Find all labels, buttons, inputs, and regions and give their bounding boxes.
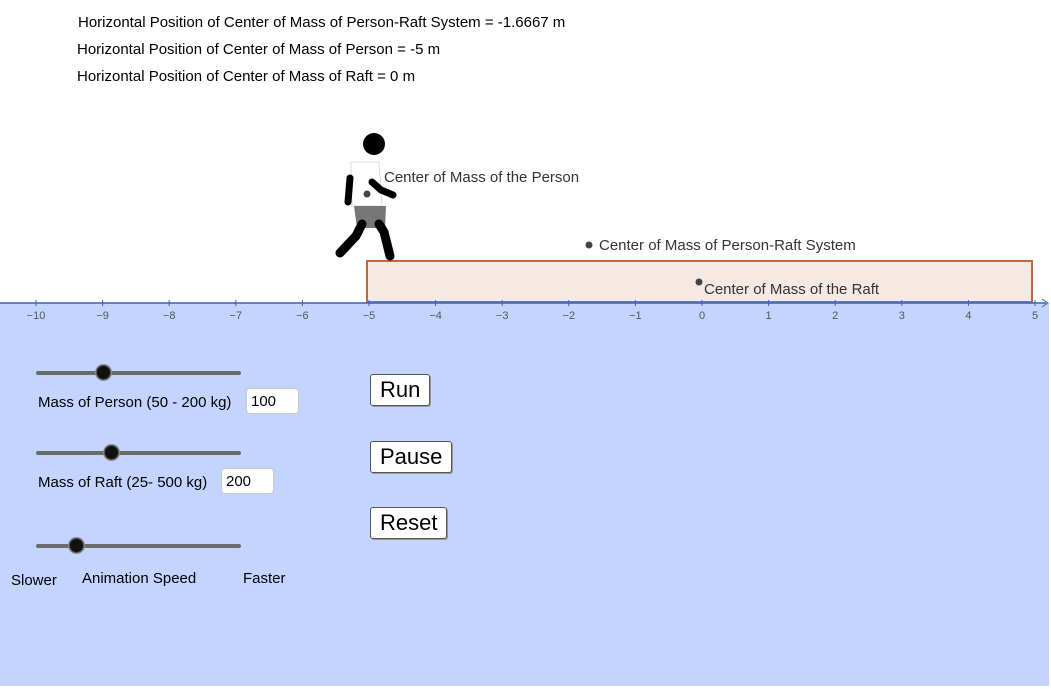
person-com-label: Center of Mass of the Person	[384, 169, 579, 186]
axis-tick-label: −6	[296, 310, 309, 322]
raft-com-point	[695, 278, 703, 286]
raft-mass-label: Mass of Raft (25- 500 kg)	[38, 474, 208, 491]
axis-tick-label: −9	[96, 310, 109, 322]
water-background	[0, 303, 1049, 686]
system-com-label: Center of Mass of Person-Raft System	[599, 237, 856, 254]
axis-tick-label: 5	[1032, 310, 1038, 322]
axis-tick-label: −4	[429, 310, 442, 322]
run-button[interactable]: Run	[370, 374, 431, 406]
person-back-arm	[344, 174, 354, 206]
axis-tick-label: 0	[699, 310, 705, 322]
person-com-readout: Horizontal Position of Center of Mass of…	[77, 41, 441, 58]
person-mass-label: Mass of Person (50 - 200 kg)	[38, 394, 232, 411]
axis-tick-label: −7	[230, 310, 243, 322]
slower-label: Slower	[11, 572, 57, 589]
raft-mass-input[interactable]	[221, 468, 274, 494]
pause-button[interactable]: Pause	[370, 441, 453, 473]
slider-thumb[interactable]	[95, 365, 111, 380]
raft-com-readout: Horizontal Position of Center of Mass of…	[77, 68, 416, 85]
person-front-arm	[368, 178, 397, 199]
x-axis-arrow	[1041, 298, 1049, 308]
person-figure[interactable]	[335, 133, 397, 261]
axis-tick-label: 3	[899, 310, 905, 322]
system-com-readout: Horizontal Position of Center of Mass of…	[78, 14, 566, 31]
axis-tick-label: 2	[832, 310, 838, 322]
slider-track[interactable]	[36, 544, 241, 548]
axis-tick-label: 1	[766, 310, 772, 322]
axis-tick-label: −1	[629, 310, 642, 322]
faster-label: Faster	[243, 570, 286, 587]
axis-tick-label: −2	[563, 310, 576, 322]
axis-tick-label: −3	[496, 310, 509, 322]
axis-tick-label: −10	[27, 310, 46, 322]
reset-button[interactable]: Reset	[370, 507, 448, 539]
axis-tick-label: −8	[163, 310, 176, 322]
person-mass-slider[interactable]	[36, 363, 241, 383]
person-com-point	[363, 190, 371, 198]
slider-track[interactable]	[36, 451, 241, 455]
person-back-leg	[335, 219, 367, 258]
person-head	[363, 133, 385, 155]
raft-mass-slider[interactable]	[36, 443, 241, 463]
axis-tick-label: 4	[965, 310, 971, 322]
person-mass-input[interactable]	[246, 388, 299, 414]
axis-tick-label: −5	[363, 310, 376, 322]
animation-speed-label: Animation Speed	[82, 570, 197, 587]
slider-thumb[interactable]	[103, 445, 119, 460]
animation-speed-slider[interactable]	[36, 536, 241, 556]
system-com-point	[585, 241, 593, 249]
raft-com-label: Center of Mass of the Raft	[704, 281, 880, 298]
slider-thumb[interactable]	[69, 538, 84, 553]
person-front-leg	[374, 219, 395, 261]
slider-track[interactable]	[36, 371, 241, 375]
